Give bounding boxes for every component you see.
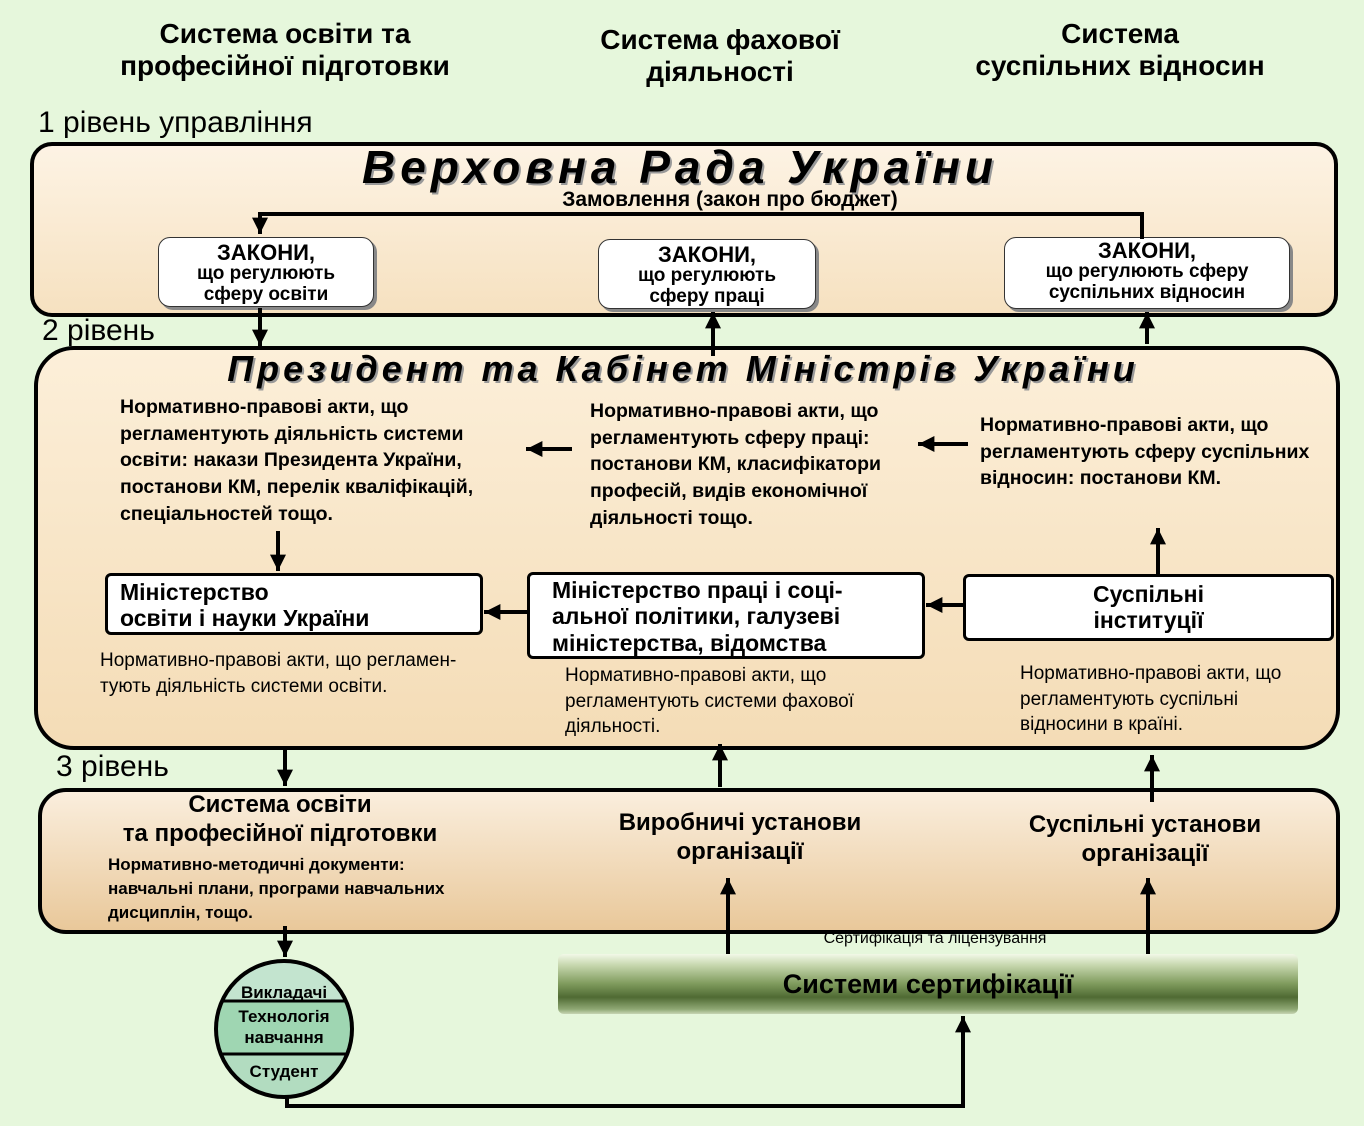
sub-acts-labour-text: Нормативно-правові акти, що регламентуют…	[565, 665, 854, 738]
laws-social-line1: що регулюють сферу	[1045, 261, 1249, 282]
certification-licensing-label: Сертифікація та ліцензування	[823, 930, 1047, 947]
laws-labour-head: ЗАКОНИ,	[657, 242, 757, 267]
level-1-label: 1 рівень управління	[38, 106, 313, 139]
laws-labour-box: ЗАКОНИ, що регулюють сферу праці	[598, 239, 816, 309]
laws-education-head: ЗАКОНИ,	[216, 240, 316, 265]
header-professional-system: Система фахової діяльності	[600, 24, 840, 88]
laws-labour-line1: що регулюють	[637, 265, 777, 286]
circle-student-label: Студент	[249, 1062, 319, 1081]
acts-social-text: Нормативно-правові акти, що регламентуют…	[980, 414, 1310, 490]
laws-social-head: ЗАКОНИ,	[1097, 238, 1197, 263]
president-cabinet-title: Президент та Кабінет Міністрів України	[227, 348, 1139, 389]
social-institutions-title: Суспільні установи організації	[1028, 811, 1262, 867]
laws-education-line1: що регулюють	[196, 263, 336, 284]
level-2-panel	[34, 346, 1340, 750]
level-3-label: 3 рівень	[56, 750, 169, 783]
laws-social-box: ЗАКОНИ, що регулюють сферу суспільних ві…	[1004, 237, 1290, 309]
acts-labour-text: Нормативно-правові акти, що регламентуют…	[590, 400, 881, 529]
circle-technology-label: Технологія навчання	[238, 1007, 330, 1048]
laws-social-line2: суспільних відносин	[1048, 281, 1246, 303]
education-process-circle	[214, 959, 354, 1099]
methodical-docs-text: Нормативно-методичні документи: навчальн…	[108, 855, 445, 922]
ministry-education-box: Міністерство освіти і науки України	[105, 573, 483, 635]
certification-systems-bar: Системи сертифікації	[558, 954, 1298, 1014]
laws-education-box: ЗАКОНИ, що регулюють сферу освіти	[158, 237, 374, 307]
sub-acts-social-text: Нормативно-правові акти, що регламентуют…	[1020, 663, 1282, 736]
laws-labour-line2: сферу праці	[649, 285, 765, 307]
budget-order-label: Замовлення (закон про бюджет)	[562, 188, 898, 211]
social-institutions-box: Суспільні інституції	[963, 574, 1334, 641]
level-2-label: 2 рівень	[42, 314, 155, 347]
sub-acts-education-text: Нормативно-правові акти, що регламен- ту…	[100, 650, 457, 697]
header-social-system: Система суспільних відносин	[975, 18, 1265, 82]
verkhovna-rada-title: Верховна Рада України	[362, 141, 998, 193]
laws-education-line2: сферу освіти	[203, 283, 329, 305]
production-institutions-title: Виробничі установи організації	[618, 809, 862, 865]
level-3-panel	[38, 788, 1340, 934]
circle-teachers-label: Викладачі	[240, 983, 328, 1002]
education-system-title: Система освіти та професійної підготовки	[122, 791, 438, 847]
ministry-labour-box: Міністерство праці і соці- альної політи…	[527, 572, 925, 659]
acts-education-text: Нормативно-правові акти, що регламентуют…	[120, 396, 474, 525]
header-education-system: Система освіти та професійної підготовки	[120, 18, 450, 82]
